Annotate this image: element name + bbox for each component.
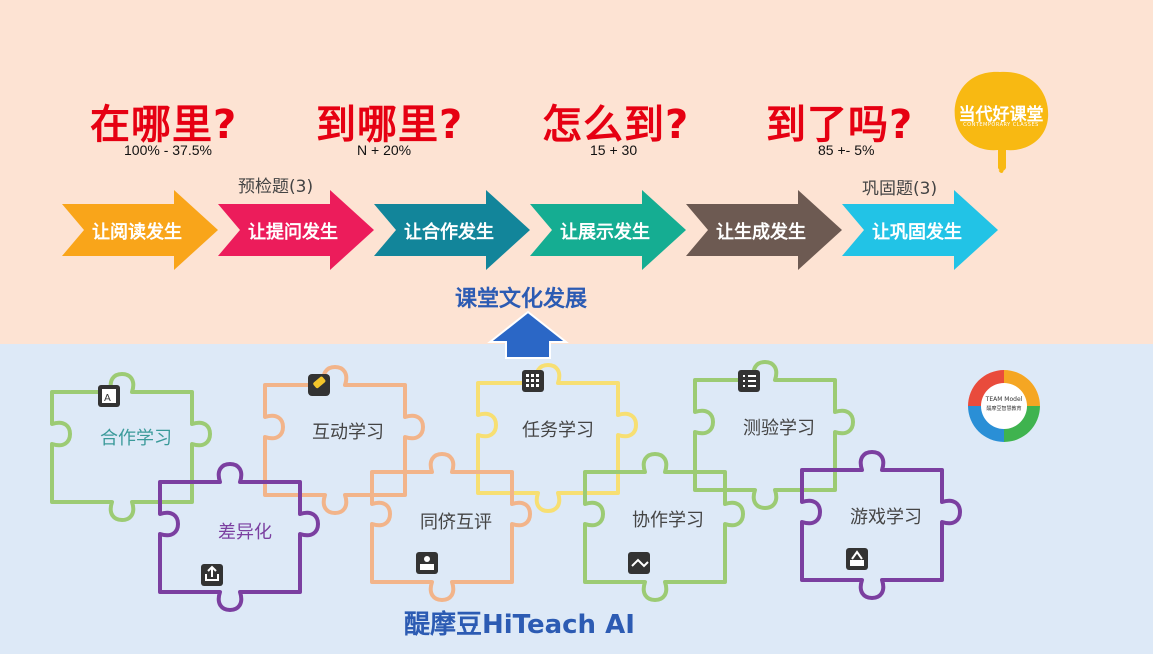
process-arrow-5	[686, 190, 842, 270]
process-arrow-label-3: 让合作发生	[404, 222, 494, 243]
puzzle-label-renwu: 任务学习	[522, 420, 594, 441]
puzzle-label-hezuo: 合作学习	[100, 428, 172, 449]
team-model-title: TEAM Model	[985, 396, 1023, 403]
process-arrow-1	[62, 190, 218, 270]
question-how-to-get: 怎么到?	[542, 102, 690, 148]
question-where-to: 到哪里?	[316, 102, 464, 148]
note-consolidate: 巩固题(3)	[862, 179, 938, 199]
text-box-icon: A	[98, 385, 120, 407]
logo-subtitle: CONTEMPORARY CLASSES	[963, 122, 1039, 128]
classroom-culture-label: 课堂文化发展	[455, 287, 588, 312]
process-arrow-label-5: 让生成发生	[716, 222, 806, 243]
logo-title: 当代好课堂	[958, 105, 1044, 125]
process-arrow-label-1: 让阅读发生	[92, 222, 182, 243]
puzzle-label-tongchou: 同侪互评	[420, 512, 492, 533]
checklist-icon	[738, 370, 760, 392]
up-arrow-icon	[487, 310, 569, 359]
puzzle-label-hudong: 互动学习	[312, 422, 384, 443]
contemporary-classes-logo	[954, 71, 1049, 173]
handshake-icon	[628, 552, 650, 574]
formula-where-to: N + 20%	[357, 142, 412, 158]
process-arrow-6	[842, 190, 998, 270]
grid-apps-icon	[522, 370, 544, 392]
process-arrow-label-4: 让展示发生	[560, 222, 650, 243]
process-arrow-2	[218, 190, 374, 270]
puzzle-label-chayihua: 差异化	[218, 522, 272, 543]
svg-text:A: A	[104, 393, 111, 404]
process-arrow-4	[530, 190, 686, 270]
question-where-now: 在哪里?	[90, 102, 238, 148]
process-arrows	[62, 190, 998, 270]
note-pre-check: 预检题(3)	[238, 177, 314, 197]
puzzle-label-ceyan: 测验学习	[743, 418, 815, 439]
formula-where-now: 100% - 37.5%	[124, 142, 212, 158]
question-arrived: 到了吗?	[766, 102, 914, 148]
top-section	[0, 0, 1153, 344]
team-model-subtitle: 醍摩豆智慧教育	[986, 406, 1022, 412]
team-model-badge	[968, 370, 1040, 442]
hiteach-brand-label: 醍摩豆HiTeach AI	[404, 610, 635, 640]
formula-arrived: 85 +- 5%	[818, 142, 875, 158]
process-arrow-label-2: 让提问发生	[248, 222, 338, 243]
process-arrow-label-6: 让巩固发生	[872, 222, 962, 243]
formula-how-to-get: 15 + 30	[590, 142, 638, 158]
puzzle-label-xiezuo: 协作学习	[632, 510, 704, 531]
process-arrow-3	[374, 190, 530, 270]
podium-icon	[416, 552, 438, 574]
remote-control-icon	[308, 374, 330, 396]
game-podium-icon	[846, 548, 868, 570]
share-upload-icon	[201, 564, 223, 586]
puzzle-label-youxi: 游戏学习	[850, 507, 922, 528]
